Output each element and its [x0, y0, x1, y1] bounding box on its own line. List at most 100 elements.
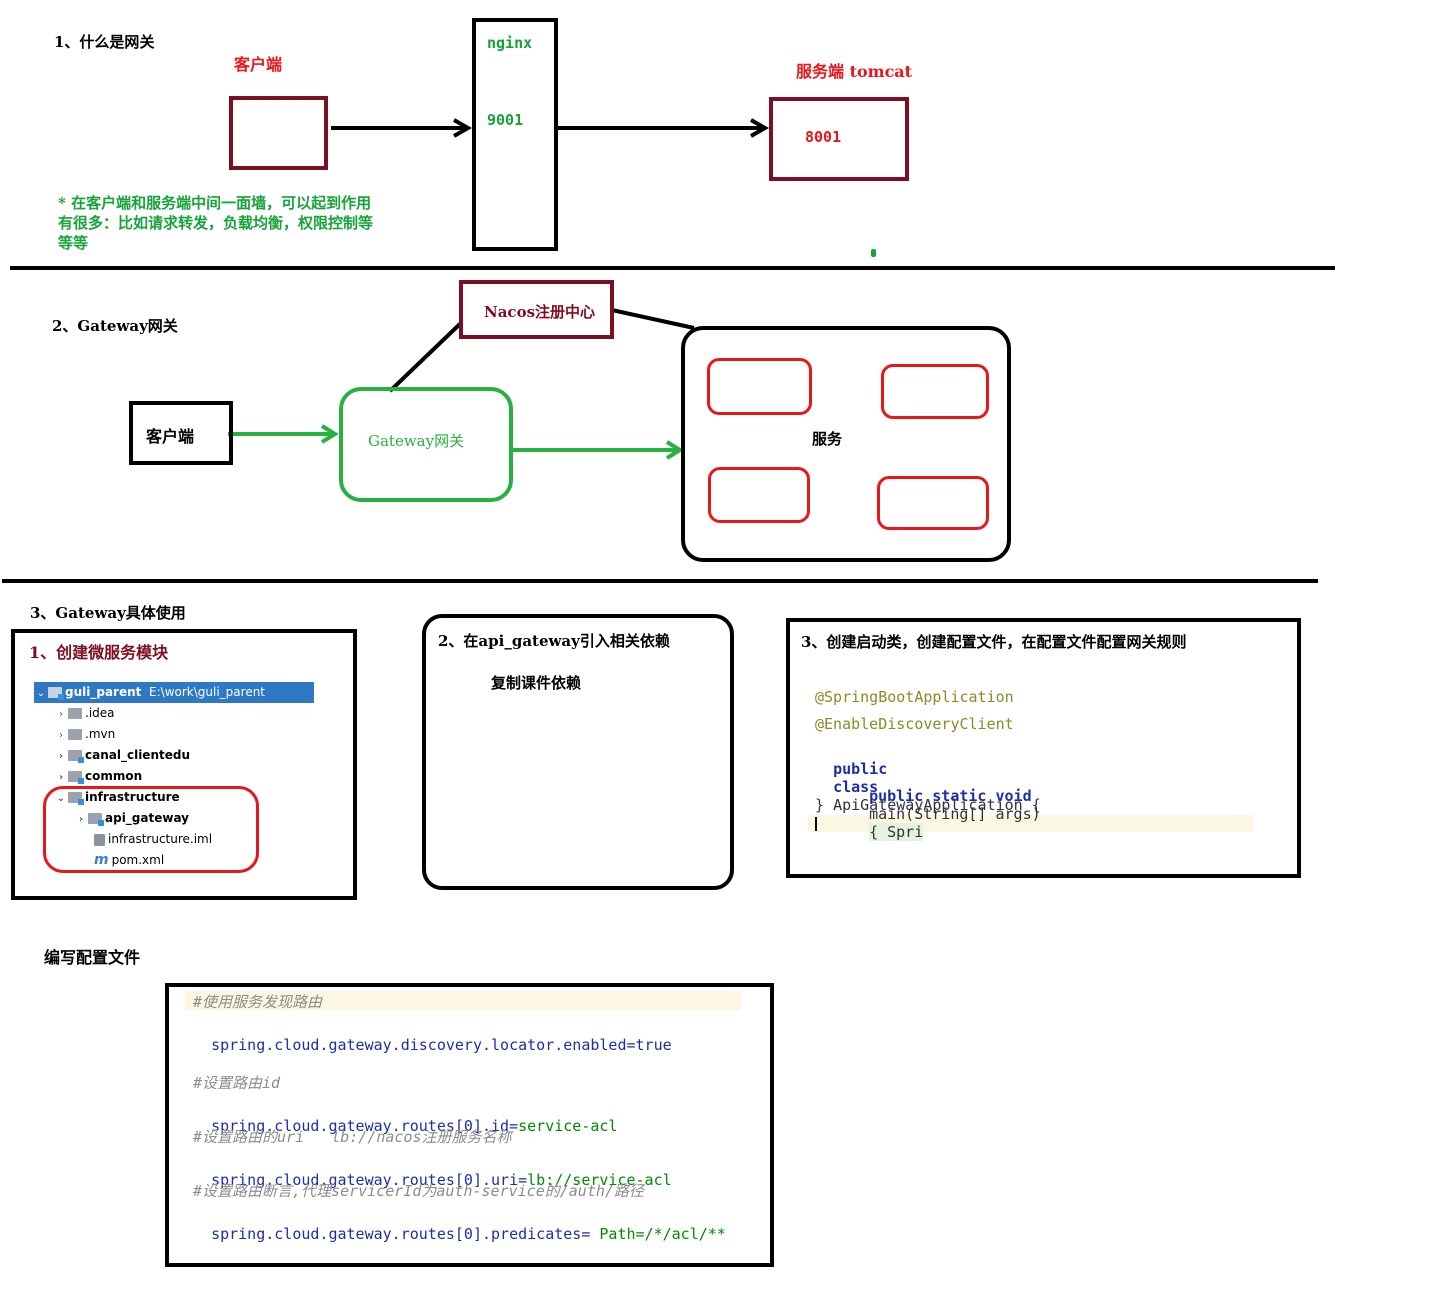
config-equals: = — [581, 1225, 591, 1243]
config-value: service-acl — [518, 1117, 618, 1135]
config-prop-4: spring.cloud.gateway.routes[0].predicate… — [193, 1207, 726, 1243]
s2-nacos-box — [459, 280, 614, 339]
s1-server-label: 服务端 tomcat — [796, 62, 913, 81]
config-comment-2: #设置路由id — [193, 1074, 281, 1092]
code-main-body: { Spri — [869, 823, 924, 841]
config-comment-3: #设置路由的uri lb://nacos注册服务名称 — [193, 1128, 512, 1146]
tree-item-label: infrastructure — [85, 790, 180, 804]
tree-item-common[interactable]: ›common — [34, 766, 142, 787]
s2-service-instance-2 — [881, 364, 989, 419]
s1-nginx-label: nginx — [487, 34, 533, 52]
s1-note-line-3: 等等 — [58, 234, 89, 252]
folder-icon — [68, 708, 82, 719]
config-prop-1: spring.cloud.gateway.discovery.locator.e… — [193, 1018, 672, 1054]
config-value: true — [635, 1036, 672, 1054]
arrowhead-nginx-to-server — [750, 118, 770, 138]
chevron-right-icon[interactable]: › — [59, 709, 63, 720]
tree-item-idea[interactable]: ›.idea — [34, 703, 115, 724]
tree-item-label: api_gateway — [105, 811, 189, 825]
infrastructure-highlight — [43, 786, 259, 873]
code-keyword-public: public — [833, 760, 888, 778]
tree-item-label: .mvn — [85, 727, 116, 741]
tree-item-api-gateway[interactable]: › api_gateway — [34, 808, 189, 829]
config-value: Path=/*/acl/** — [590, 1225, 726, 1243]
config-key: spring.cloud.gateway.routes[0].id — [211, 1117, 510, 1135]
s2-service-instance-3 — [708, 467, 810, 523]
tree-item-label: infrastructure.iml — [108, 832, 213, 846]
code-class-name: ApiGatewayApplication { — [833, 796, 1041, 814]
step2-body: 复制课件依赖 — [491, 674, 582, 692]
config-equals: = — [518, 1171, 528, 1189]
step2-box — [422, 614, 734, 890]
s1-nginx-port: 9001 — [487, 111, 524, 129]
line-gateway-to-nacos — [388, 320, 464, 393]
step2-title: 2、在api_gateway引入相关依赖 — [438, 632, 670, 650]
chevron-right-icon[interactable]: › — [59, 730, 63, 741]
config-line-highlight — [185, 991, 741, 1010]
code-main-line: public static void main(String[] args) {… — [851, 769, 1041, 841]
module-folder-icon — [48, 687, 64, 700]
s1-green-dot — [871, 249, 876, 257]
s1-arrows — [331, 118, 770, 138]
section2-title: 2、Gateway网关 — [52, 317, 178, 335]
s2-service-instance-1 — [707, 358, 812, 415]
divider-2 — [2, 579, 1318, 583]
chevron-right-icon[interactable]: › — [58, 751, 64, 762]
text-cursor — [815, 817, 817, 831]
config-value: lb://service-acl — [527, 1171, 672, 1189]
code-keyword-static: public static void — [869, 787, 1032, 805]
config-key: spring.cloud.gateway.routes[0].predicate… — [211, 1225, 582, 1243]
code-annotation-1: @SpringBootApplication — [815, 688, 1014, 706]
step1-box — [11, 629, 357, 900]
config-key: spring.cloud.gateway.discovery.locator.e… — [211, 1036, 627, 1054]
s2-gateway-label: Gateway网关 — [368, 432, 465, 450]
tree-item-infrastructure-iml[interactable]: infrastructure.iml — [34, 829, 212, 850]
line-nacos-to-services — [611, 308, 695, 330]
s1-nginx-box — [472, 18, 558, 251]
tree-item-label: pom.xml — [111, 853, 165, 867]
module-folder-icon — [68, 771, 84, 784]
code-keyword-class: class — [833, 778, 879, 796]
arrowhead-client-to-gateway — [320, 424, 339, 444]
config-equals: = — [626, 1036, 636, 1054]
s1-note-line-1: * 在客户端和服务端中间一面墙，可以起到作用 — [58, 194, 372, 212]
config-comment-1: #使用服务发现路由 — [193, 993, 323, 1011]
divider-1 — [10, 266, 1335, 270]
s2-lines — [228, 308, 695, 460]
module-folder-icon — [68, 750, 84, 763]
chevron-right-icon[interactable]: › — [58, 772, 64, 783]
s1-client-box — [229, 96, 328, 170]
tree-root-path: E:\work\guli_parent — [149, 685, 266, 699]
code-class-line: public class ApiGatewayApplication { — [815, 742, 1041, 814]
config-title: 编写配置文件 — [44, 948, 141, 967]
tree-root-name: guli_parent — [65, 685, 142, 699]
tree-item-mvn[interactable]: › .mvn — [34, 724, 115, 745]
s2-service-instance-4 — [877, 476, 989, 530]
s1-server-port: 8001 — [805, 128, 842, 146]
module-folder-icon — [68, 792, 84, 805]
step3-title: 3、创建启动类，创建配置文件，在配置文件配置网关规则 — [801, 633, 1187, 651]
s1-note-line-2: 有很多：比如请求转发，负载均衡，权限控制等 — [58, 214, 374, 232]
code-main-signature: main(String[] args) — [869, 805, 1041, 823]
step3-box — [786, 618, 1301, 878]
config-box — [165, 983, 774, 1267]
tree-root-row[interactable]: ⌄ guli_parent E:\work\guli_parent — [34, 682, 314, 703]
s2-gateway-box — [339, 387, 513, 502]
code-close-brace: } — [815, 796, 825, 814]
chevron-down-icon[interactable]: ⌄ — [36, 688, 46, 699]
config-prop-2: spring.cloud.gateway.routes[0].id=servic… — [193, 1099, 617, 1135]
chevron-right-icon[interactable]: › — [78, 814, 84, 825]
section3-title: 3、Gateway具体使用 — [30, 604, 186, 622]
config-comment-4: #设置路由断言,代理servicerId为auth-service的/auth/… — [193, 1182, 644, 1200]
maven-icon: m — [94, 852, 109, 868]
project-tree: ⌄guli_parent E:\work\guli_parent ›.idea … — [34, 682, 314, 872]
tree-item-canal-clientedu[interactable]: ›canal_clientedu — [34, 745, 190, 766]
s1-client-label: 客户端 — [234, 55, 283, 74]
s2-nacos-label: Nacos注册中心 — [484, 303, 596, 321]
arrowhead-client-to-nginx — [453, 118, 473, 138]
config-prop-3: spring.cloud.gateway.routes[0].uri=lb://… — [193, 1153, 672, 1189]
s2-services-box — [681, 326, 1011, 562]
iml-file-icon — [94, 833, 105, 846]
step1-title: 1、创建微服务模块 — [29, 643, 169, 662]
